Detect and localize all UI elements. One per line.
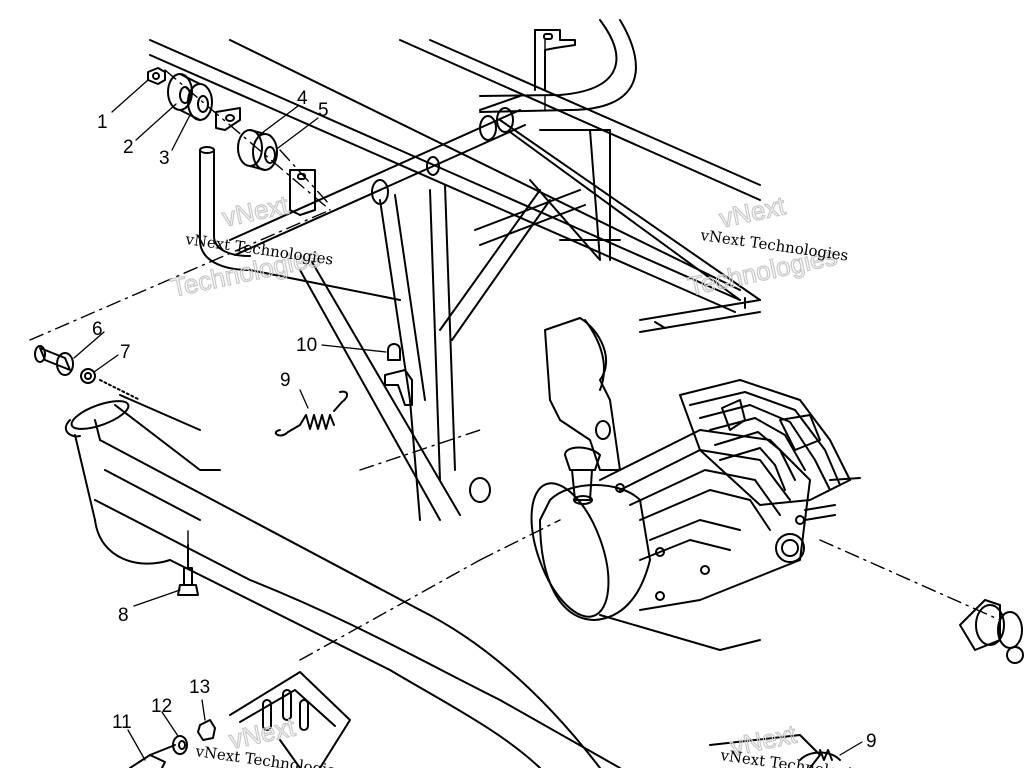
watermark-left-line1: vNext [220, 189, 292, 232]
muffler [64, 394, 621, 769]
callout-4: 4 [297, 88, 308, 109]
part-8-bolt [177, 544, 199, 596]
engine-assembly [530, 379, 861, 651]
callout-3: 3 [159, 148, 170, 169]
part-11-bolt [129, 744, 176, 769]
callout-10: 10 [296, 335, 317, 356]
engine-mount-plate [469, 317, 621, 503]
part-9-spring [274, 390, 348, 437]
cross-tube [229, 95, 526, 256]
callout-1: 1 [97, 112, 108, 133]
part-4-5-grommets [237, 129, 278, 171]
part-13-nut [197, 719, 216, 741]
watermark-bottom-right-company: vNext Technologies [718, 746, 869, 768]
callout-6: 6 [92, 319, 103, 340]
assembly-lines [29, 39, 1001, 661]
rear-bracket [229, 671, 351, 769]
callout-8: 8 [118, 605, 129, 626]
callout-11: 11 [112, 712, 132, 733]
part-10-grommet [384, 343, 413, 406]
frame-brackets [215, 29, 576, 216]
callout-7: 7 [120, 342, 131, 363]
callout-9: 9 [280, 370, 291, 391]
leader-lines [73, 79, 863, 761]
part-7-nut [80, 368, 96, 384]
callout-9-lower: 9 [866, 731, 877, 752]
part-2-3-grommets [167, 73, 213, 121]
callout-2: 2 [123, 137, 134, 158]
part-9b-spring-area [709, 734, 841, 769]
part-1-nut [147, 67, 166, 85]
part-6-spacer [34, 345, 74, 376]
callout-labels: 1 2 3 4 5 6 7 8 9 10 11 12 13 9 [92, 88, 877, 752]
callout-12: 12 [151, 696, 172, 717]
part-12-washer [172, 735, 188, 755]
frame-rails [149, 19, 761, 333]
callout-13: 13 [189, 677, 210, 698]
callout-5: 5 [318, 100, 329, 121]
lower-frame-tubes [199, 129, 621, 521]
watermark-right-line1: vNext [717, 190, 789, 233]
exhaust-flange [959, 599, 1024, 664]
